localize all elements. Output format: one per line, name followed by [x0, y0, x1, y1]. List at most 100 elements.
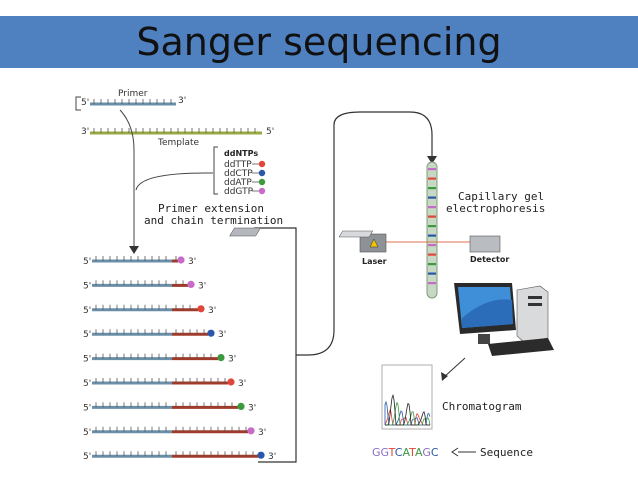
capillary-band [428, 215, 436, 218]
fragment-extension [172, 304, 198, 312]
capillary-band [428, 282, 436, 285]
sequence-base: C [431, 446, 439, 459]
fragment-primer-part [92, 426, 172, 434]
fragment-extension [172, 280, 188, 287]
capillary-band [428, 196, 436, 199]
ddntp-item-dot [258, 169, 266, 177]
fragment-ddntp-dot [217, 354, 225, 362]
primer-template-group: Primer 5' 3' 3' 5' Template [75, 89, 274, 148]
fragment-3-end: 3' [258, 428, 266, 438]
capillary-band [428, 234, 436, 237]
capillary-tube [426, 161, 438, 299]
fragment-5-end: 5' [83, 281, 91, 291]
primer-backbone [90, 99, 176, 106]
chromatogram-arrow [442, 357, 466, 379]
fragment-5-end: 5' [83, 452, 91, 462]
fragment-primer-part [92, 353, 172, 361]
fragment-3-end: 3' [238, 379, 246, 389]
primer-bracket [75, 96, 81, 111]
ddntp-item-label: ddATP [224, 178, 252, 188]
capillary-label-line2: electrophoresis [446, 202, 545, 215]
sequence-base: G [422, 446, 431, 459]
ddntp-bracket [213, 146, 218, 195]
fragment-3-end: 3' [208, 306, 216, 316]
sequence-base: A [402, 446, 410, 459]
ddntp-item-label: ddCTP [224, 169, 253, 179]
computer-icon [454, 283, 554, 356]
fragment-ddntp-dot [197, 305, 205, 313]
fragment-3-end: 3' [218, 330, 226, 340]
chromatogram-label: Chromatogram [442, 400, 522, 413]
capillary-band [428, 263, 436, 266]
capillary-label-line1: Capillary gel [458, 190, 544, 203]
fragment-primer-part [92, 256, 172, 263]
fragment-row: 5' 3' [83, 451, 276, 462]
fragment-5-end: 5' [83, 379, 91, 389]
chromatogram-panel [381, 364, 433, 430]
fragment-row: 5' 3' [83, 280, 206, 291]
connector-arrowhead [427, 156, 437, 164]
fragment-primer-part [92, 304, 172, 312]
fragment-extension [172, 329, 208, 336]
fragment-ddntp-dot [207, 329, 215, 337]
fragment-ddntp-dot [187, 280, 195, 288]
chromatogram-trace [385, 401, 431, 426]
capillary-band [428, 225, 436, 228]
template-5-end: 5' [266, 127, 274, 137]
fragment-primer-part [92, 378, 172, 385]
fragment-extension [172, 402, 238, 409]
ddntp-item-label: ddGTP [224, 187, 254, 197]
primer-strand [90, 99, 176, 106]
detector-label: Detector [470, 255, 509, 264]
template-backbone [90, 128, 262, 135]
laser-device [229, 227, 387, 253]
chromatogram-peaks [384, 393, 431, 426]
capillary-band [428, 177, 436, 180]
fragment-3-end: 3' [268, 452, 276, 462]
fragment-row: 5' 3' [83, 426, 266, 438]
fragment-row: 5'3' [83, 402, 256, 413]
fragment-ddntp-dot [227, 378, 235, 386]
capillary-band [428, 187, 436, 190]
fragment-ddntp-dot [257, 451, 265, 459]
fragment-5-end: 5' [83, 330, 91, 340]
title-bar: Sanger sequencing [0, 16, 638, 68]
primer-label: Primer [118, 89, 148, 99]
ddntp-item-dot [258, 178, 266, 186]
capillary-band [428, 168, 436, 171]
fragment-row: 5'3' [83, 353, 236, 365]
fragment-5-end: 5' [83, 306, 91, 316]
primer-3-end: 3' [178, 96, 186, 106]
template-strand [90, 128, 262, 135]
fragment-extension [172, 353, 218, 361]
sequence-base: A [415, 446, 423, 459]
sequence-base: G [372, 446, 381, 459]
sequence-readout: GGTCATAGC [372, 446, 439, 459]
fragment-row: 5' 3' [83, 329, 226, 340]
fragment-primer-part [92, 329, 172, 336]
detector-device [338, 230, 501, 253]
fragment-5-end: 5' [83, 403, 91, 413]
template-3-end: 3' [81, 127, 89, 137]
fragment-5-end: 5' [83, 428, 91, 438]
ddntp-item-dot [258, 160, 266, 168]
fragment-row: 5' 3' [83, 378, 246, 389]
step-label-line1: Primer extension [158, 202, 264, 215]
sequence-base: G [381, 446, 389, 459]
capillary-band [428, 272, 436, 275]
merge-arrow [119, 109, 214, 254]
fragment-ddntp-dot [247, 427, 255, 435]
fragment-list: 5'3'5'3'5'3'5'3'5'3'5'3'5'3'5'3'5'3' [83, 256, 276, 462]
fragment-primer-part [92, 451, 172, 458]
step-label-line2: and chain termination [144, 214, 283, 227]
fragment-extension [172, 256, 178, 263]
fragment-3-end: 3' [198, 281, 206, 291]
fragment-extension [172, 378, 228, 385]
primer-5-end: 5' [81, 98, 89, 108]
template-label: Template [157, 138, 200, 148]
fragment-3-end: 3' [228, 355, 236, 365]
capillary-band [428, 253, 436, 256]
